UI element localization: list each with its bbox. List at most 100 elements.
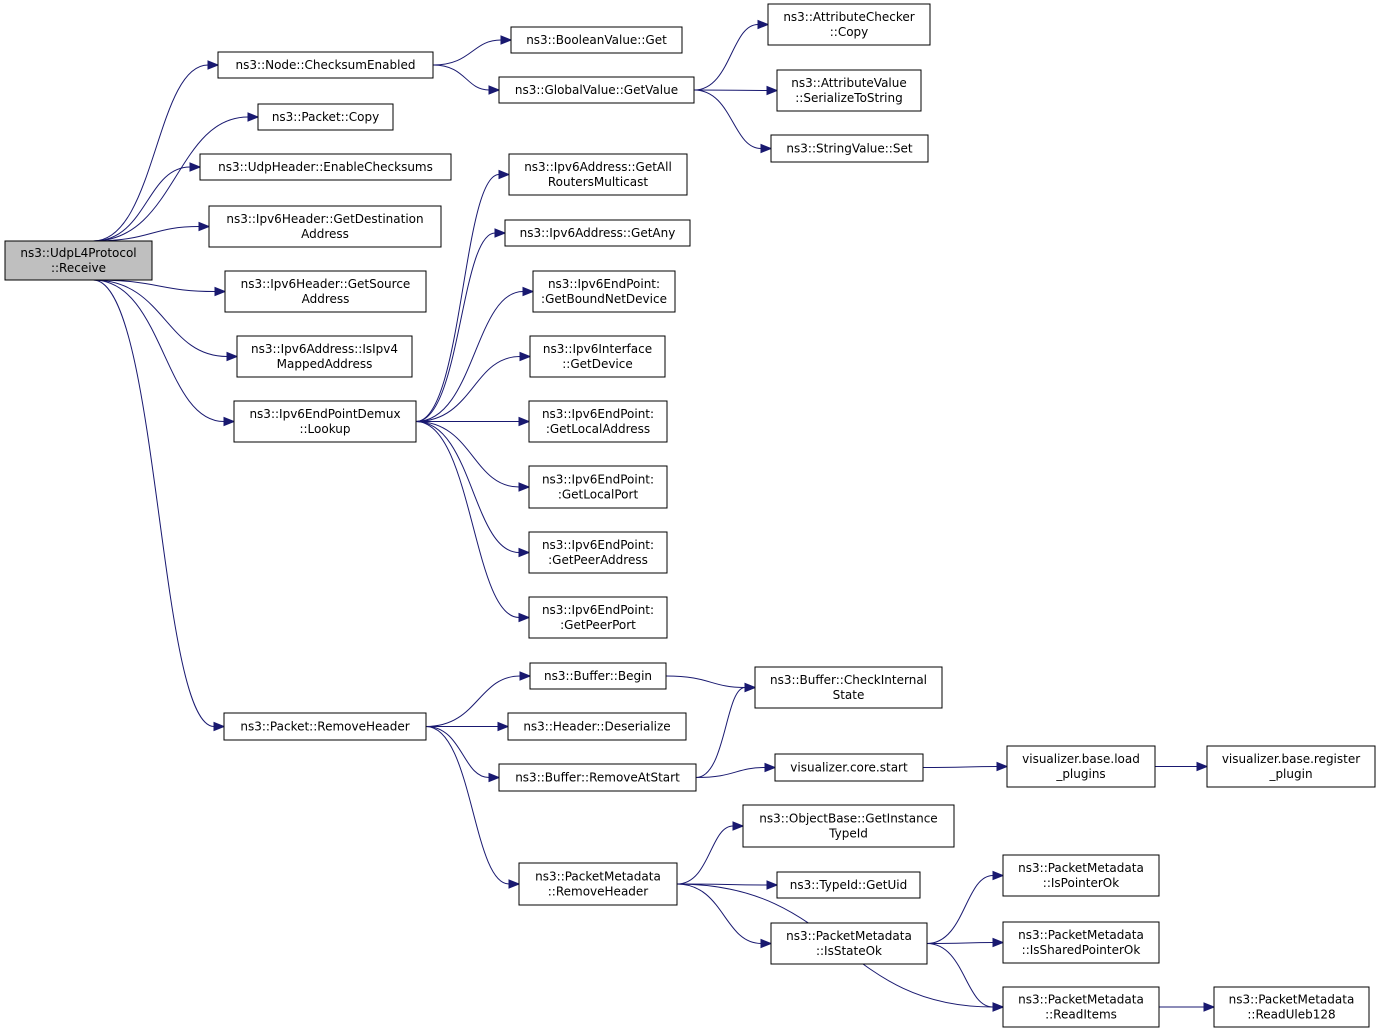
node-stringSet[interactable]: ns3::StringValue::Set <box>770 134 929 163</box>
node-label-line: ::ReadItems <box>1045 1008 1117 1022</box>
edge-line <box>415 421 520 488</box>
node-vizLoad[interactable]: visualizer.base.load_plugins <box>1006 745 1156 788</box>
edge-getValue-to-attrChecker <box>693 19 770 91</box>
node-getDevice[interactable]: ns3::Ipv6Interface::GetDevice <box>529 335 666 378</box>
node-getAny[interactable]: ns3::Ipv6Address::GetAny <box>504 219 691 247</box>
node-box <box>528 400 668 443</box>
node-box <box>528 596 668 639</box>
edge-line <box>93 64 209 242</box>
node-label-line: MappedAddress <box>277 357 373 371</box>
node-box <box>236 335 413 378</box>
edge-arrowhead <box>522 286 535 297</box>
node-lookup[interactable]: ns3::Ipv6EndPointDemux::Lookup <box>233 400 417 443</box>
node-label-line: ::Copy <box>830 25 869 39</box>
edge-lookup-to-getLocalAddress <box>416 416 531 427</box>
node-deserialize[interactable]: ns3::Header::Deserialize <box>507 712 687 741</box>
node-label-line: :GetLocalAddress <box>546 422 650 436</box>
node-getLocalPort[interactable]: ns3::Ipv6EndPoint::GetLocalPort <box>528 465 668 509</box>
node-label-line: ::ReadUleb128 <box>1247 1008 1335 1022</box>
edge-root-to-enableChecksums <box>93 162 202 242</box>
edge-line <box>93 116 249 242</box>
node-label-line: ns3::Ipv6Address::GetAny <box>520 226 676 240</box>
node-isStateOk[interactable]: ns3::PacketMetadata::IsStateOk <box>770 922 928 965</box>
node-label-line: ns3::Ipv6Interface <box>543 342 652 356</box>
node-checksumEnabled[interactable]: ns3::Node::ChecksumEnabled <box>217 51 434 79</box>
node-attrChecker[interactable]: ns3::AttributeChecker::Copy <box>767 3 931 46</box>
edge-line <box>693 89 768 91</box>
edge-arrowhead <box>223 416 236 427</box>
node-label-line: ns3::PacketMetadata <box>1018 928 1144 942</box>
node-removeAtStart[interactable]: ns3::Buffer::RemoveAtStart <box>498 763 697 792</box>
node-enableChecksums[interactable]: ns3::UdpHeader::EnableChecksums <box>199 153 452 181</box>
node-box <box>528 531 668 574</box>
node-getUid[interactable]: ns3::TypeId::GetUid <box>776 871 921 899</box>
edge-line <box>415 291 524 422</box>
node-isSharedPointerOk[interactable]: ns3::PacketMetadata::IsSharedPointerOk <box>1002 921 1160 964</box>
edge-removeHeader-to-pmRemoveHeader <box>425 726 521 889</box>
node-getPeerAddress[interactable]: ns3::Ipv6EndPoint::GetPeerAddress <box>528 531 668 574</box>
node-label-line: ns3::ObjectBase::GetInstance <box>759 812 937 826</box>
node-attrValue[interactable]: ns3::AttributeValue::SerializeToString <box>776 69 922 112</box>
node-packetCopy[interactable]: ns3::Packet::Copy <box>257 103 394 131</box>
node-getBoundNetDevice[interactable]: ns3::Ipv6EndPoint::GetBoundNetDevice <box>532 270 676 313</box>
node-box <box>504 219 691 247</box>
node-box <box>774 753 924 782</box>
edge-line <box>693 24 759 91</box>
node-label-line: ::Receive <box>51 261 106 275</box>
edge-arrowhead <box>198 221 211 232</box>
node-vizRegister[interactable]: visualizer.base.register_plugin <box>1206 745 1376 788</box>
node-label-line: ns3::Ipv6EndPoint: <box>542 407 654 421</box>
node-box <box>776 871 921 899</box>
node-label-line: ns3::Ipv6Address::GetAll <box>524 160 672 174</box>
edge-arrowhead <box>766 85 779 96</box>
edge-line <box>665 675 746 688</box>
node-label-line: :GetBoundNetDevice <box>541 292 667 306</box>
node-box <box>1006 745 1156 788</box>
edge-line <box>676 825 734 885</box>
edge-arrowhead <box>226 351 239 362</box>
node-box <box>498 76 695 104</box>
edge-getValue-to-attrValue <box>693 85 779 96</box>
node-readUleb[interactable]: ns3::PacketMetadata::ReadUleb128 <box>1213 986 1370 1028</box>
edge-arrowhead <box>1203 1002 1216 1012</box>
node-label-line: ns3::PacketMetadata <box>535 870 661 884</box>
node-readItems[interactable]: ns3::PacketMetadata::ReadItems <box>1002 986 1160 1028</box>
node-isPointerOk[interactable]: ns3::PacketMetadata::IsPointerOk <box>1002 854 1160 897</box>
node-box <box>529 662 667 690</box>
node-label-line: :GetPeerAddress <box>548 553 648 567</box>
node-label-line: ns3::GlobalValue::GetValue <box>515 83 678 97</box>
node-box <box>508 153 688 196</box>
edge-arrowhead <box>518 416 531 427</box>
node-removeHeader[interactable]: ns3::Packet::RemoveHeader <box>223 712 427 741</box>
node-bufBegin[interactable]: ns3::Buffer::Begin <box>529 662 667 690</box>
edge-arrowhead <box>744 682 757 693</box>
node-box <box>199 153 452 181</box>
edge-lookup-to-getDevice <box>415 351 532 422</box>
node-pmRemoveHeader[interactable]: ns3::PacketMetadata::RemoveHeader <box>518 862 678 906</box>
node-label-line: ns3::Packet::RemoveHeader <box>240 720 409 734</box>
edge-root-to-removeHeader <box>93 279 226 732</box>
node-label-line: ns3::PacketMetadata <box>1018 861 1144 875</box>
node-getPeerPort[interactable]: ns3::Ipv6EndPoint::GetPeerPort <box>528 596 668 639</box>
edge-line <box>415 174 500 422</box>
edge-arrowhead <box>518 612 531 623</box>
node-getValue[interactable]: ns3::GlobalValue::GetValue <box>498 76 695 104</box>
node-label-line: ns3::BooleanValue::Get <box>526 33 667 47</box>
node-root[interactable]: ns3::UdpL4Protocol::Receive <box>4 240 153 281</box>
node-label-line: _plugins <box>1055 767 1105 781</box>
node-vizStart[interactable]: visualizer.core.start <box>774 753 924 782</box>
edge-line <box>415 421 520 553</box>
node-label-line: ns3::Ipv6EndPoint: <box>542 603 654 617</box>
edge-arrowhead <box>494 228 507 238</box>
node-getLocalAddress[interactable]: ns3::Ipv6EndPoint::GetLocalAddress <box>528 400 668 443</box>
node-label-line: ns3::Buffer::Begin <box>544 669 652 683</box>
edge-arrowhead <box>497 721 510 732</box>
edge-line <box>93 166 191 242</box>
node-boolGet[interactable]: ns3::BooleanValue::Get <box>510 26 683 54</box>
